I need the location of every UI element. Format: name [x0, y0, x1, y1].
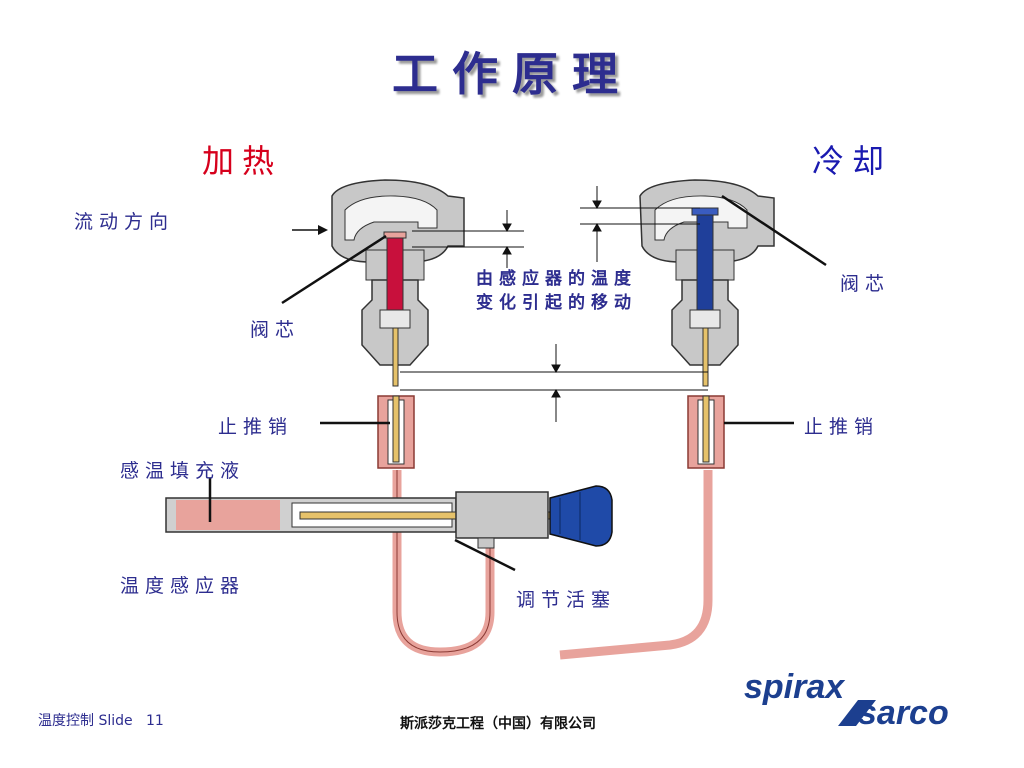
adjust-piston-label: 调节活塞 — [516, 589, 617, 611]
heating-heading: 加热 — [202, 142, 283, 180]
adjuster-knob — [549, 485, 613, 547]
stop-pin-housings — [377, 395, 725, 469]
sensor-label: 温度感应器 — [120, 575, 246, 597]
cooling-heading: 冷却 — [812, 142, 893, 180]
flow-direction-label: 流动方向 — [74, 211, 175, 233]
valve-core-right-label: 阀芯 — [840, 273, 891, 295]
sensing-fluid-label: 感温填充液 — [120, 460, 246, 482]
slide-label-text: 温度控制 Slide — [38, 713, 133, 729]
logo-text-top: spirax — [744, 668, 846, 706]
stop-pin-left-label: 止推销 — [218, 416, 294, 438]
stop-pin-right-label: 止推销 — [804, 416, 880, 438]
movement-caption-line1: 由感应器的温度 — [476, 269, 637, 289]
footer-company: 斯派莎克工程（中国）有限公司 — [400, 716, 596, 732]
heating-valve — [331, 179, 465, 387]
dimension-lines — [400, 186, 708, 422]
logo-text-bottom: sarco — [858, 694, 949, 730]
page-title: 工作原理 — [392, 47, 632, 101]
temperature-sensor — [165, 491, 551, 549]
flow-arrow — [292, 225, 328, 235]
valve-core-left-label: 阀芯 — [250, 319, 301, 341]
footer-slide-label: 温度控制 Slide 11 — [38, 710, 164, 730]
slide-number: 11 — [145, 713, 164, 729]
capillary-tubes — [392, 470, 713, 660]
logo-graphic: spirax sarco — [744, 668, 949, 732]
cooling-valve — [639, 179, 775, 387]
leader-lines — [208, 194, 827, 572]
spirax-sarco-logo: spirax sarco — [740, 668, 980, 732]
movement-caption-line2: 变化引起的移动 — [476, 293, 637, 313]
